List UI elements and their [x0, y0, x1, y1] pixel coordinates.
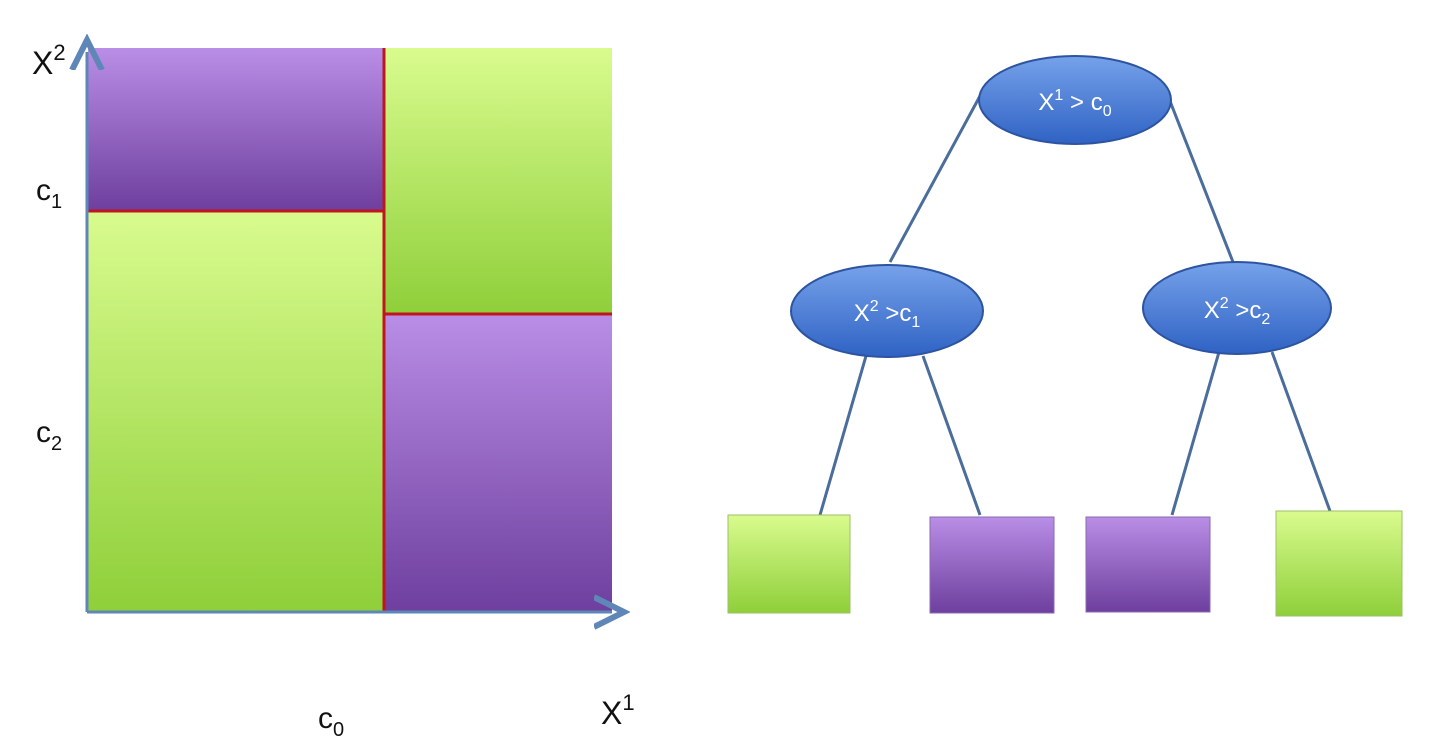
tree-node-left: X2 >c1 [790, 264, 984, 358]
edge-root-left [888, 95, 982, 263]
edge-left-leaf2 [921, 355, 982, 516]
region-bottom-left [88, 211, 384, 612]
c2-tick-label: c2 [36, 416, 62, 455]
tree-node-root: X1 > c0 [978, 55, 1172, 145]
region-top-right [384, 48, 612, 314]
region-bottom-right [384, 314, 612, 612]
x-axis-label: X1 [601, 690, 635, 731]
edge-root-right [1166, 95, 1235, 263]
c0-tick-label: c0 [318, 702, 344, 741]
edge-right-leaf4 [1270, 351, 1332, 512]
region-top-left [88, 48, 384, 211]
right-condition-label: X2 >c2 [1204, 295, 1271, 328]
c1-tick-label: c1 [36, 174, 62, 213]
leaf-3-purple [1085, 516, 1211, 613]
leaf-4-green [1275, 510, 1403, 617]
decision-tree: X1 > c0 X2 >c1 X2 >c2 [727, 55, 1403, 617]
leaf-2-purple [929, 516, 1055, 614]
leaf-1-green [727, 514, 851, 614]
edge-right-leaf3 [1170, 351, 1221, 516]
left-condition-label: X2 >c1 [854, 298, 921, 331]
tree-node-right: X2 >c2 [1142, 261, 1332, 355]
edge-left-leaf1 [818, 355, 868, 516]
feature-space-partition: X2 X1 c1 c2 c0 [32, 40, 635, 741]
y-axis-label: X2 [32, 40, 66, 81]
root-condition-label: X1 > c0 [1038, 87, 1111, 120]
